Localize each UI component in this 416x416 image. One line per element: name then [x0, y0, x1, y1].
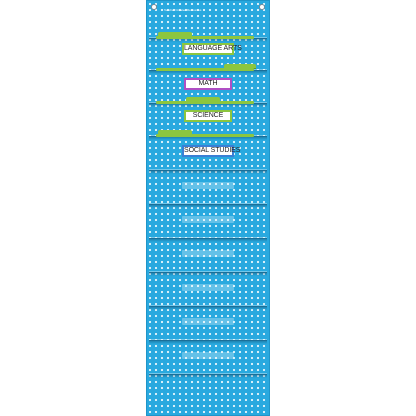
pocket-10 [149, 340, 267, 373]
card-slot-6[interactable] [182, 216, 234, 223]
pocket-6 [149, 204, 267, 237]
grommet-hole-left [151, 4, 157, 10]
folder-4[interactable] [156, 134, 254, 137]
card-slot-8[interactable] [182, 284, 234, 291]
grommet-hole-right [259, 4, 265, 10]
folder-1[interactable] [156, 36, 254, 39]
subject-card-math[interactable]: MATH [184, 78, 232, 90]
subject-card-science[interactable]: SCIENCE [184, 110, 232, 122]
subject-card-language-arts[interactable]: LANGUAGE ARTS [182, 43, 242, 55]
pocket-7 [149, 238, 267, 271]
folder-2[interactable] [156, 68, 254, 71]
card-slot-7[interactable] [182, 250, 234, 257]
folder-3[interactable] [156, 101, 254, 104]
subject-card-social-studies[interactable]: SOCIAL STUDIES [182, 145, 240, 157]
card-slot-5[interactable] [182, 182, 234, 189]
pocket-11 [149, 374, 267, 407]
pocket-chart: Teacher Created Resources LANGUAGE ARTS … [146, 0, 270, 416]
brand-header: Teacher Created Resources [164, 8, 202, 12]
pocket-8 [149, 272, 267, 305]
pocket-9 [149, 306, 267, 339]
card-slot-9[interactable] [182, 318, 234, 325]
pocket-5 [149, 170, 267, 203]
card-slot-10[interactable] [182, 352, 234, 359]
